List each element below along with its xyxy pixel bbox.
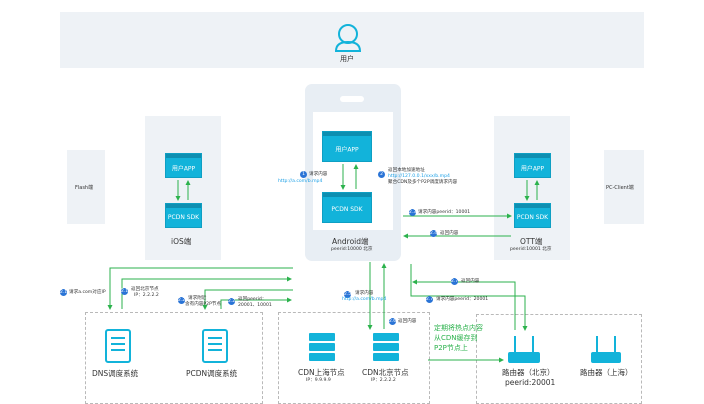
ott-sdk-box: PCDN SDK xyxy=(514,203,551,228)
ott-sdk-label: PCDN SDK xyxy=(516,213,549,221)
ios-sdk-box: PCDN SDK xyxy=(165,203,202,228)
cdn-shanghai-server-icon xyxy=(309,333,335,361)
step-2-2-line1: 请求附近 xyxy=(188,296,207,301)
ios-label: iOS端 xyxy=(171,237,192,246)
step-2-6-text: 返回内容 xyxy=(398,319,417,324)
step-2-4-text: 返回内容 xyxy=(440,231,459,236)
step-2-1b-line1: 返回北京节点 xyxy=(131,287,159,292)
android-sdk-label: PCDN SDK xyxy=(331,205,363,213)
ios-app-label: 用户APP xyxy=(171,164,196,172)
step-2-2b-line1: 返回peerid： xyxy=(238,297,267,302)
ott-label: OTT端 xyxy=(520,237,543,246)
step-2-2-line2: 含有内容P2P节点 xyxy=(185,302,222,307)
user-band xyxy=(60,12,644,68)
step-2-1b-line2: IP：2.2.2.2 xyxy=(134,293,159,298)
user-label: 用户 xyxy=(340,55,354,63)
cdn-beijing-label: CDN北京节点 xyxy=(362,368,409,377)
step-2-3-badge: 2.3 xyxy=(409,209,417,216)
cdn-shanghai-label: CDN上海节点 xyxy=(298,368,345,377)
flash-panel xyxy=(67,150,105,224)
step-1-url: http://a.com/b.mp4 xyxy=(278,179,323,184)
pc-client-label: PC-Client端 xyxy=(606,185,634,191)
pcdn-document-icon xyxy=(202,329,228,363)
android-speaker xyxy=(340,96,364,102)
hot-note-line-2: 从CDN缓存到 xyxy=(434,334,478,342)
step-2-6-badge: 2.6 xyxy=(389,318,397,325)
step-2-4-badge: 2.4 xyxy=(430,230,438,237)
router-shanghai-label: 路由器（上海） xyxy=(580,368,633,377)
step-2-7b-text: 请求内容peerid：20001 xyxy=(436,297,489,302)
step-2-7-text: 返回内容 xyxy=(461,279,480,284)
step-2-7-badge: 2.7 xyxy=(451,278,459,285)
flash-label: Flash端 xyxy=(75,185,94,191)
step-2-5-line2: http://a.com/b.mp4 xyxy=(342,297,387,302)
dns-document-icon xyxy=(105,329,131,363)
step-2-2-badge: 2.2 xyxy=(178,297,186,304)
android-app-label: 用户APP xyxy=(335,145,359,153)
router-beijing-icon xyxy=(508,336,540,363)
android-sdk-box: PCDN SDK xyxy=(322,192,372,223)
cdn-beijing-server-icon xyxy=(373,333,399,361)
dns-label: DNS调度系统 xyxy=(92,369,139,378)
cdn-shanghai-ip: IP：9.9.9.9 xyxy=(306,378,331,383)
step-2-1b-badge: 2.1 xyxy=(121,288,129,295)
step-2-line2: http://127.0.0.1/xxx/b.mp4 xyxy=(388,174,450,179)
ott-app-label: 用户APP xyxy=(520,164,545,172)
step-1-text: 请求内容 xyxy=(309,172,328,177)
hot-note-line-3: P2P节点上 xyxy=(434,344,468,352)
pc-client-panel xyxy=(604,150,644,224)
hot-content-note: 定期将热点内容 从CDN缓存到 P2P节点上 xyxy=(434,323,483,353)
android-peer: peerid:10000 北京 xyxy=(331,247,373,252)
step-2-badge: 2 xyxy=(378,171,385,178)
ios-sdk-label: PCDN SDK xyxy=(167,213,200,221)
step-1-badge: 1 xyxy=(300,171,307,178)
android-app-box: 用户APP xyxy=(322,131,372,162)
ott-app-box: 用户APP xyxy=(514,153,551,178)
step-2-2b-badge: 2.2 xyxy=(228,298,236,305)
ios-panel xyxy=(145,116,221,260)
hot-note-line-1: 定期将热点内容 xyxy=(434,324,483,332)
router-beijing-peer: peerid:20001 xyxy=(505,378,556,387)
ios-app-box: 用户APP xyxy=(165,153,202,178)
step-2-1-text: 请求a.com对应IP xyxy=(69,290,106,295)
step-2-1-badge: 2.1 xyxy=(60,289,68,296)
step-2-3-text: 请求内容peerid：10001 xyxy=(418,210,471,215)
router-beijing-label: 路由器（北京） xyxy=(502,368,555,377)
android-label: Android端 xyxy=(332,237,369,246)
step-2-5-line1: 请求内容 xyxy=(355,291,374,296)
step-2-5-badge: 2.5 xyxy=(344,291,352,298)
step-2-7b-badge: 2.7 xyxy=(426,296,434,303)
step-2-line1: 返回本地加速地址 xyxy=(388,168,425,173)
router-shanghai-icon xyxy=(591,336,621,363)
cdn-beijing-ip: IP：2.2.2.2 xyxy=(371,378,396,383)
step-2-2b-line2: 20001、10001 xyxy=(238,303,272,308)
ott-peer: peerid:10001 北京 xyxy=(510,247,552,252)
pcdn-label: PCDN调度系统 xyxy=(186,369,238,378)
step-2-line3: 聚合CDN及多个P2P调度请求内容 xyxy=(388,180,458,185)
